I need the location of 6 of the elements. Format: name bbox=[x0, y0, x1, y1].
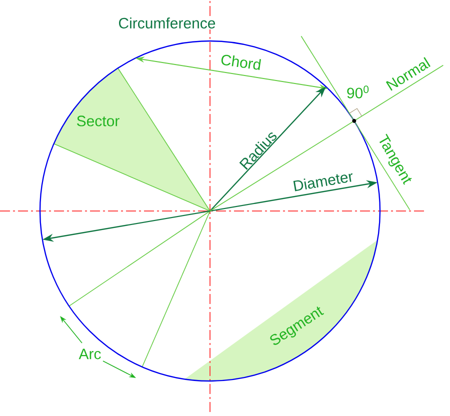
label: Diameter bbox=[293, 173, 352, 192]
label: Sector bbox=[77, 116, 120, 126]
label: Circumference bbox=[117, 16, 217, 30]
label: Chord bbox=[221, 54, 261, 70]
label: 90$^{0}$ bbox=[347, 86, 369, 98]
label: Arc bbox=[78, 348, 101, 360]
